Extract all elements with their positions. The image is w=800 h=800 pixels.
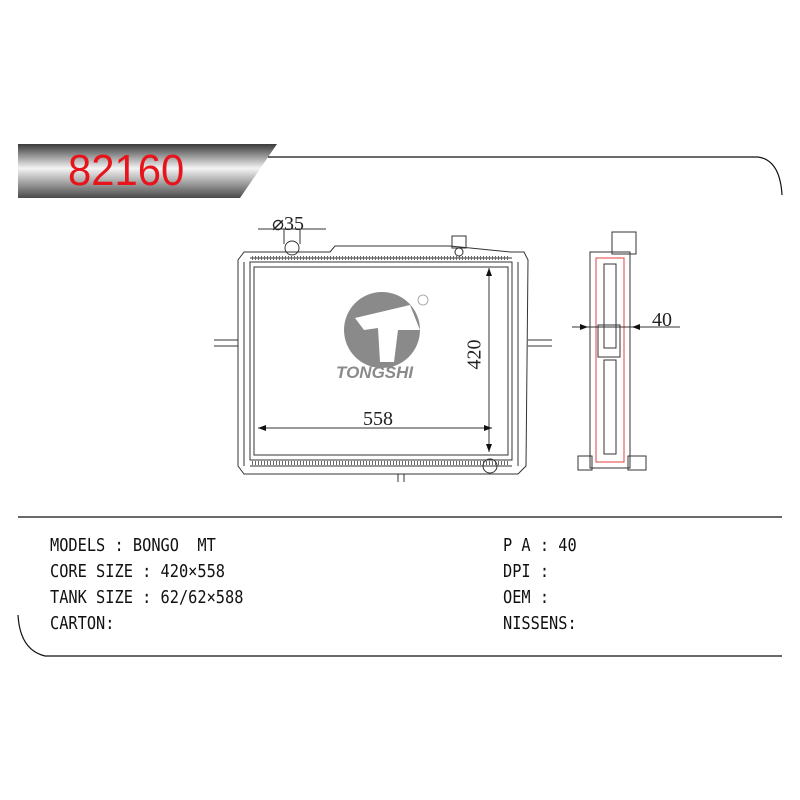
bottom-border bbox=[17, 614, 782, 657]
top-border bbox=[268, 156, 783, 196]
part-number-banner bbox=[18, 144, 277, 198]
spec-dpi: DPI : bbox=[503, 561, 550, 582]
part-number: 82160 bbox=[68, 146, 185, 195]
spec-pa: P A : 40 bbox=[503, 535, 577, 556]
spec-nissens: NISSENS: bbox=[503, 613, 577, 634]
spec-models: MODELS : BONGO MT bbox=[50, 535, 216, 556]
spec-carton: CARTON: bbox=[50, 613, 115, 634]
core-height-dimension: 420 bbox=[463, 339, 486, 370]
inlet-diameter-value: 35 bbox=[284, 213, 305, 235]
logo-text: TONGSHI bbox=[336, 363, 414, 382]
tongshi-logo bbox=[344, 292, 429, 368]
core-width-dimension: 558 bbox=[363, 408, 393, 430]
diameter-symbol: ⌀ bbox=[272, 213, 285, 235]
thickness-dimension: 40 bbox=[652, 309, 672, 331]
spec-core-size: CORE SIZE : 420×558 bbox=[50, 561, 226, 582]
radiator-front-view bbox=[214, 228, 680, 482]
spec-tank-size: TANK SIZE : 62/62×588 bbox=[50, 587, 244, 608]
spec-oem: OEM : bbox=[503, 587, 550, 608]
inlet-diameter-label: ⌀35 bbox=[272, 211, 304, 236]
